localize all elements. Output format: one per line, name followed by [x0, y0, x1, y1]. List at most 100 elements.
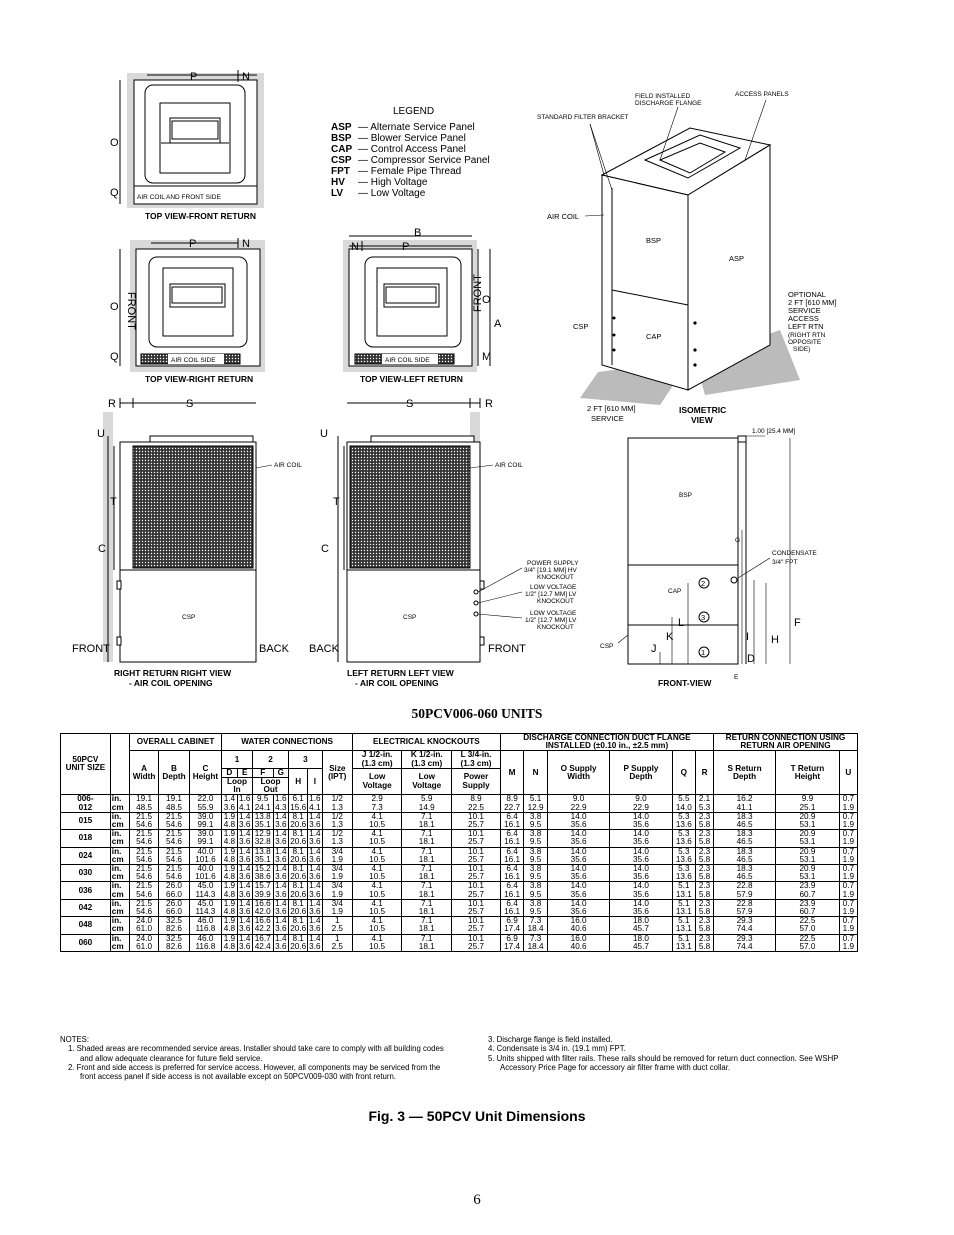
table-cell: 39.0 99.1 [188, 811, 223, 831]
col-electrical: ELECTRICAL KNOCKOUTS [352, 732, 501, 752]
top-right-panel-label: AIR COIL SIDE [171, 357, 216, 364]
legend-text: — Female Pipe Thread [358, 166, 461, 177]
isometric-view: FIELD INSTALLED DISCHARGE FLANGE ACCESS … [537, 91, 837, 425]
iso-field-flange: FIELD INSTALLED [635, 93, 690, 100]
table-cell: 10.1 25.7 [451, 829, 501, 848]
dim-c: C [98, 543, 106, 555]
iso-field-flange: DISCHARGE FLANGE [635, 100, 702, 107]
table-cell: 8.1 20.6 [288, 829, 309, 848]
table-cell: 5.9 14.9 [401, 794, 453, 813]
table-cell: 4.1 10.5 [352, 846, 403, 866]
right-return-right-view: R S U T C AIR COIL CSP FRONT BACK RIGHT … [72, 398, 302, 688]
left-lv2: 1/2" [12.7 MM] LV [525, 617, 577, 624]
right-front: FRONT [72, 643, 110, 655]
front-view: 1.00 [25.4 MM] BSP CAP CSP 2 3 1 CONDENS… [600, 428, 817, 688]
table-cell: 2.3 5.8 [695, 898, 714, 918]
front-dim: 1.00 [25.4 MM] [752, 428, 796, 435]
table-cell: 10.1 25.7 [451, 898, 501, 918]
iso-cap: CAP [646, 332, 661, 341]
table-cell: 1.4 3.6 [307, 846, 323, 866]
dim-g: G [735, 537, 740, 544]
table-cell: 19.1 48.5 [158, 794, 190, 813]
table-cell: 26.0 66.0 [158, 881, 190, 900]
col-k-type: Low Voltage [401, 767, 453, 796]
table-cell: 10.1 25.7 [451, 846, 501, 866]
table-cell: 21.5 54.6 [158, 846, 190, 866]
table-cell: 5.1 13.1 [671, 881, 697, 900]
table-cell: 1.9 4.8 [221, 898, 238, 918]
dim-a: A [494, 318, 502, 330]
table-cell: 0.7 1.9 [838, 846, 859, 866]
table-cell: 1.4 3.6 [236, 864, 253, 883]
table-cell: 18.3 46.5 [712, 846, 777, 866]
table-cell: 1.4 3.6 [272, 864, 290, 883]
iso-optional: 2 FT [610 MM] [788, 298, 837, 307]
unit-cell: in. cm [109, 881, 130, 900]
table-cell: 0.7 1.9 [838, 898, 859, 918]
front-bsp: BSP [679, 492, 692, 499]
dim-s: S [186, 398, 193, 410]
col-return: RETURN CONNECTION USING RETURN AIR OPENI… [712, 732, 859, 752]
table-cell: 1.4 3.6 [307, 864, 323, 883]
table-cell: 6.1 15.6 [288, 794, 309, 813]
table-cell: 7.1 18.1 [401, 811, 453, 831]
table-cell: 1.4 3.6 [272, 933, 290, 953]
table-cell: 6.4 16.1 [499, 829, 525, 848]
top-left-panel-label: AIR COIL SIDE [385, 357, 430, 364]
table-cell: 14.0 35.6 [546, 829, 611, 848]
table-cell: 10.1 25.7 [451, 881, 501, 900]
front-caption: FRONT-VIEW [658, 678, 712, 688]
table-cell: 1/2 1.3 [321, 829, 354, 848]
table-cell: 22.5 57.0 [775, 916, 840, 935]
table-cell: 2.3 5.8 [695, 829, 714, 848]
legend-title: LEGEND [393, 106, 434, 117]
table-cell: 20.9 53.1 [775, 846, 840, 866]
table-cell: 1.4 3.6 [307, 829, 323, 848]
dim-q: Q [110, 187, 119, 199]
table-cell: 2.3 5.8 [695, 933, 714, 953]
table-cell: 4.1 10.5 [352, 829, 403, 848]
col-b: B Depth [158, 750, 190, 796]
front-csp: CSP [600, 643, 613, 650]
col-overall-cabinet: OVERALL CABINET [128, 732, 223, 752]
col-p: P Supply Depth [609, 750, 673, 796]
table-cell: 1.6 4.1 [236, 794, 253, 813]
legend-text: — Low Voltage [358, 188, 426, 199]
table-cell: 1.4 3.6 [236, 881, 253, 900]
dimensions-table: 50PCV UNIT SIZE OVERALL CABINET WATER CO… [60, 732, 859, 953]
table-cell: 1/2 1.3 [321, 811, 354, 831]
unit-cell: in. cm [109, 829, 130, 848]
table-cell: 1.4 3.6 [272, 829, 290, 848]
table-cell: 10.1 25.7 [451, 811, 501, 831]
table-cell: 9.5 24.1 [251, 794, 274, 813]
col-j-type: Low Voltage [352, 767, 403, 796]
dim-r: R [108, 398, 116, 410]
table-cell: 1.4 3.6 [236, 829, 253, 848]
table-cell: 18.0 45.7 [609, 933, 673, 953]
table-cell: 2.3 5.8 [695, 811, 714, 831]
table-cell: 1/2 1.3 [321, 794, 354, 813]
note-3: 3. Discharge flange is field installed. [488, 1035, 613, 1044]
iso-service: 2 FT [610 MM] [587, 404, 636, 413]
table-cell: 0.7 1.9 [838, 916, 859, 935]
table-cell: 1.4 3.6 [272, 898, 290, 918]
table-cell: 15.2 38.6 [251, 864, 274, 883]
col-o: O Supply Width [546, 750, 611, 796]
dim-s: S [406, 398, 413, 410]
table-cell: 7.3 18.4 [523, 933, 548, 953]
table-cell: 7.1 18.1 [401, 898, 453, 918]
table-cell: 14.0 35.6 [546, 898, 611, 918]
table-cell: 7.1 18.1 [401, 916, 453, 935]
table-cell: 22.5 57.0 [775, 933, 840, 953]
table-cell: 1.4 3.6 [307, 933, 323, 953]
unit-cell: in. cm [109, 898, 130, 918]
table-cell: 6.4 16.1 [499, 881, 525, 900]
legend-code: HV [331, 177, 345, 188]
table-cell: 5.1 13.1 [671, 933, 697, 953]
left-caption: LEFT RETURN LEFT VIEW [347, 668, 455, 678]
table-cell: 1.4 3.6 [272, 881, 290, 900]
